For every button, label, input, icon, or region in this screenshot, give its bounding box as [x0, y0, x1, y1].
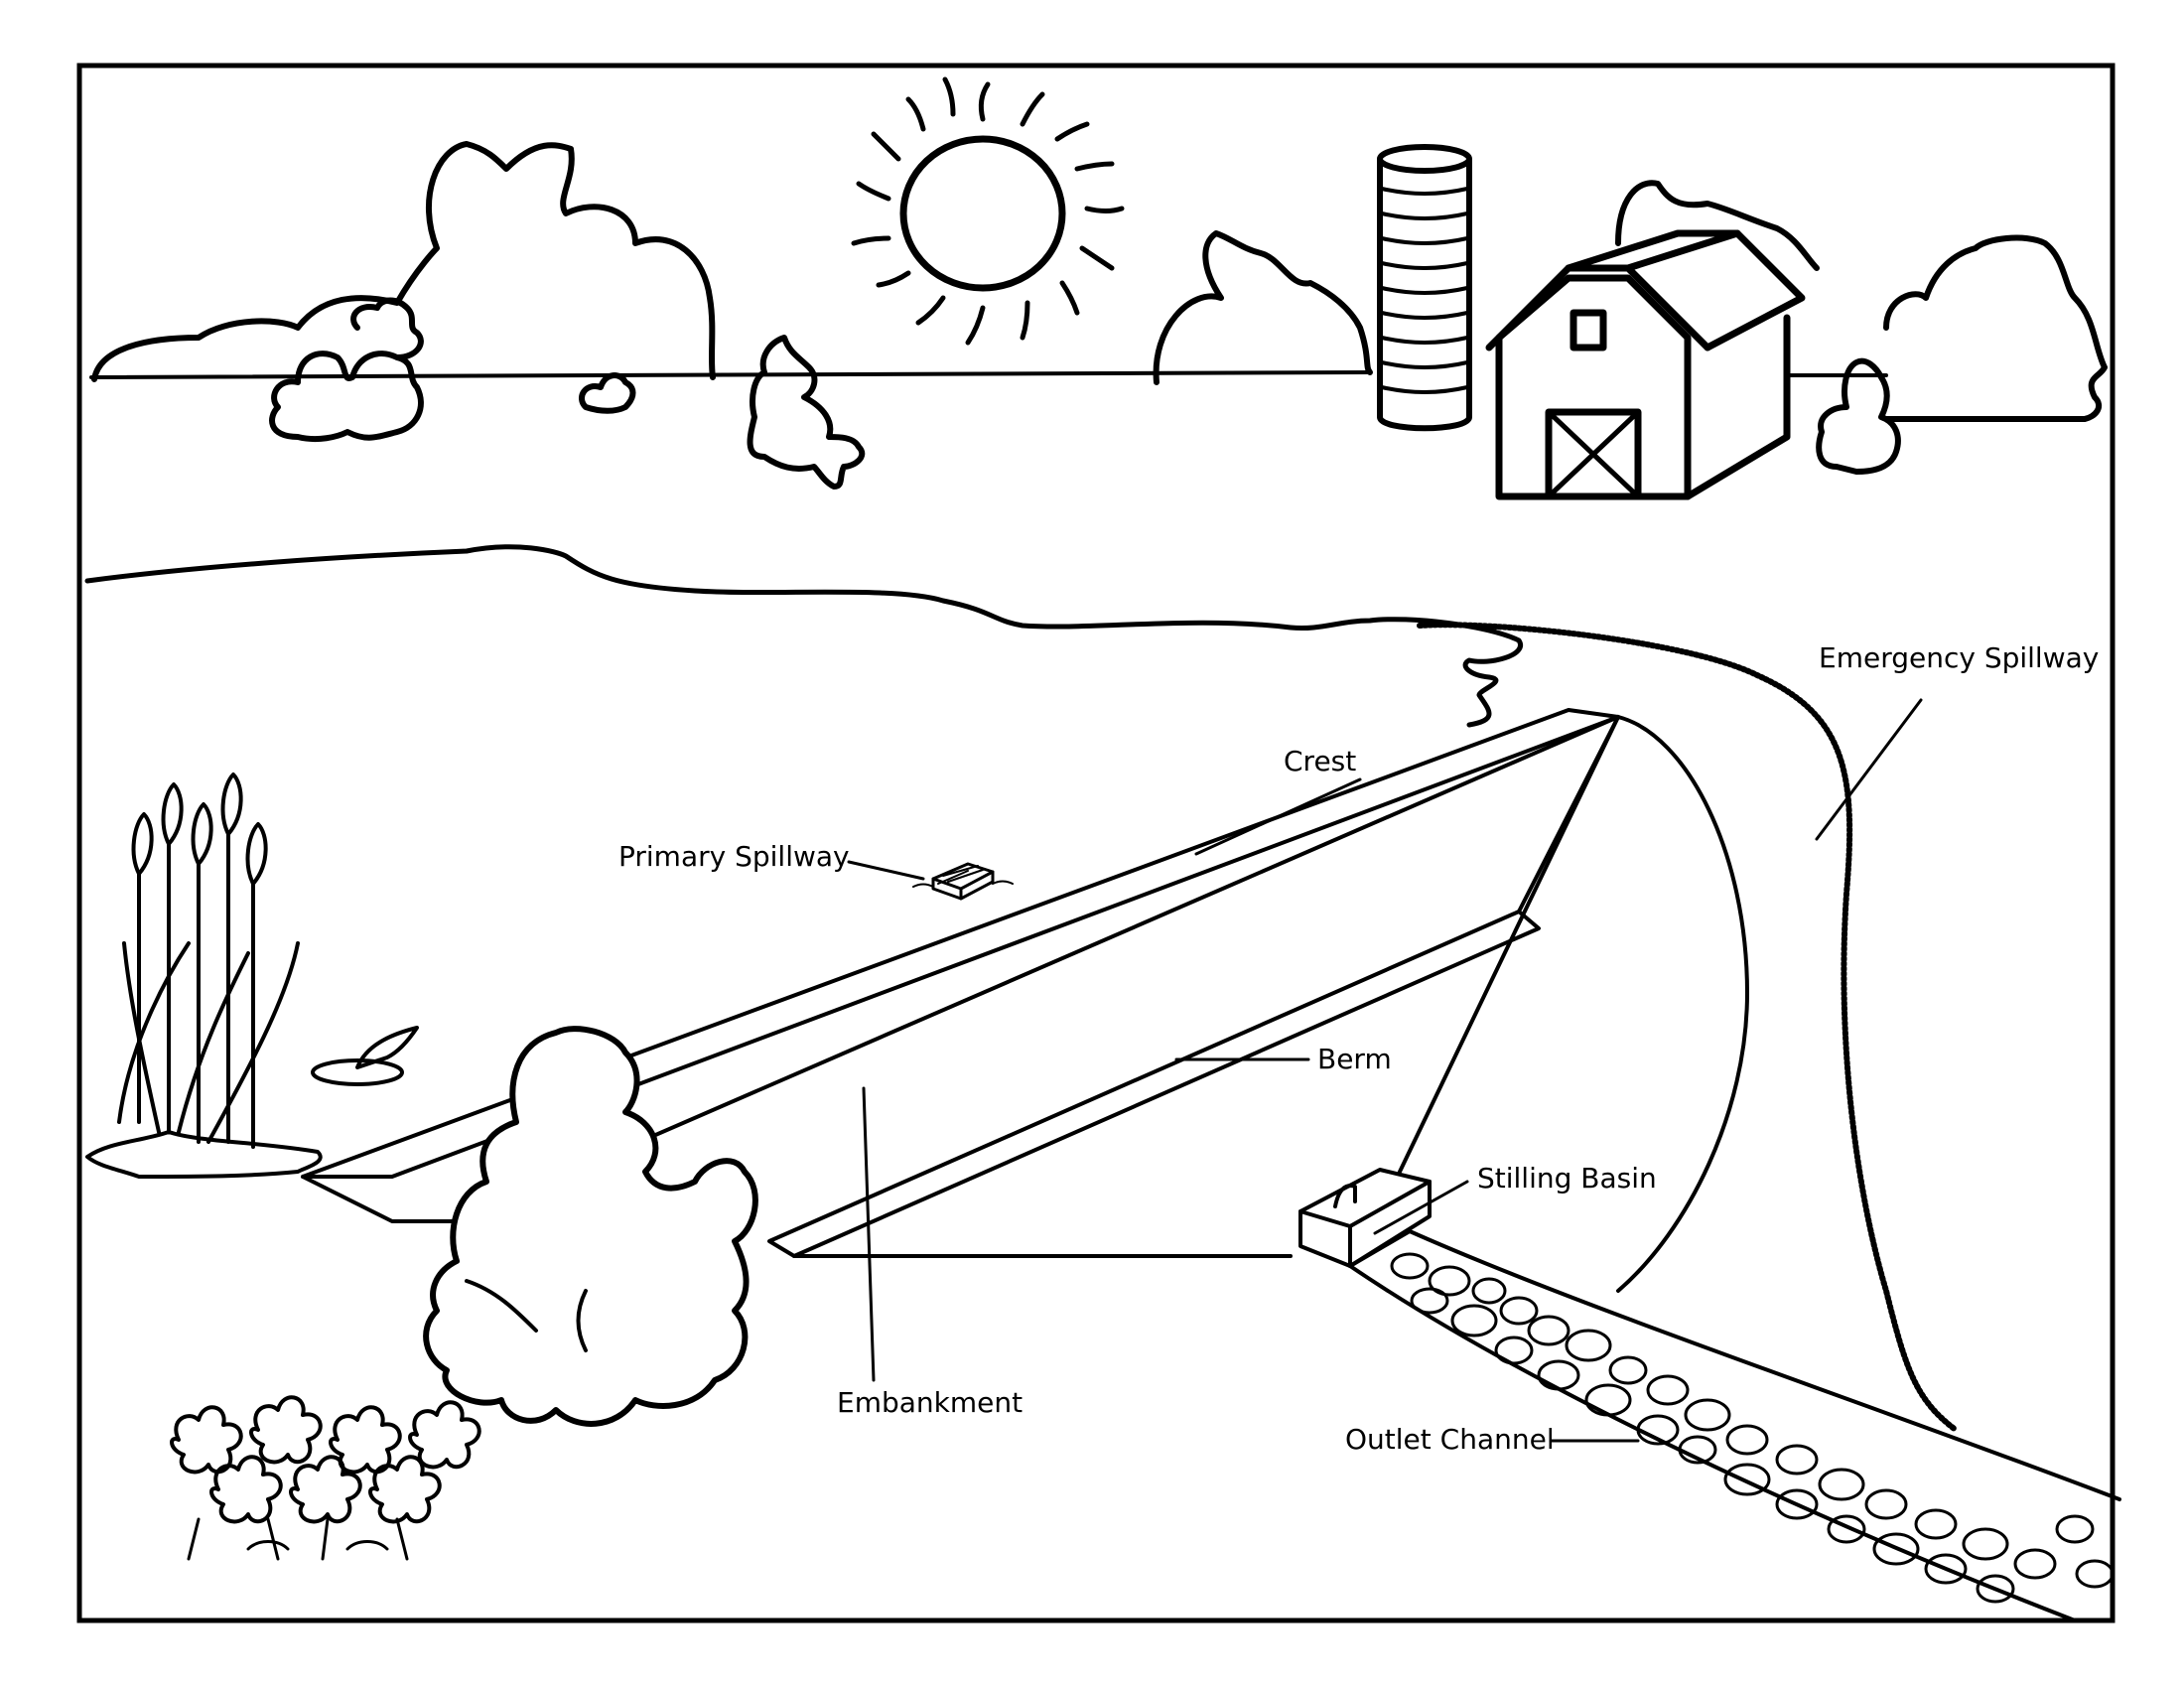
embankment-leader [862, 1086, 876, 1382]
silo-icon [1377, 144, 1472, 432]
page-frame [76, 63, 2116, 1623]
stilling-basin-leader [1373, 1180, 1469, 1235]
crest-leader [1194, 777, 1362, 856]
label-stilling-basin: Stilling Basin [1477, 1162, 1657, 1195]
emergency-spillway-edge [1417, 622, 1959, 1433]
outlet-channel-rocks [1348, 1229, 2121, 1622]
leader-lines [847, 698, 1923, 1443]
cattail-icon [85, 773, 419, 1179]
label-primary-spillway: Primary Spillway [618, 840, 850, 873]
label-emergency-spillway: Emergency Spillway [1819, 641, 2099, 674]
barn-icon [1485, 229, 1806, 500]
emergency-spillway-leader [1815, 698, 1923, 841]
sun-icon [851, 76, 1125, 346]
label-embankment: Embankment [837, 1386, 1023, 1419]
cloud-icon [91, 141, 2108, 422]
label-berm: Berm [1317, 1043, 1392, 1075]
shrub-icon [423, 1026, 758, 1427]
label-outlet-channel: Outlet Channel [1345, 1423, 1555, 1456]
primary-spillway-leader [847, 860, 925, 881]
shrub-icon [269, 297, 1901, 490]
label-crest: Crest [1284, 745, 1356, 777]
rock-icon [1390, 1252, 2115, 1604]
lake-shoreline [84, 544, 1524, 728]
primary-spillway-icon [912, 862, 1014, 901]
flower-icon [170, 1395, 481, 1561]
